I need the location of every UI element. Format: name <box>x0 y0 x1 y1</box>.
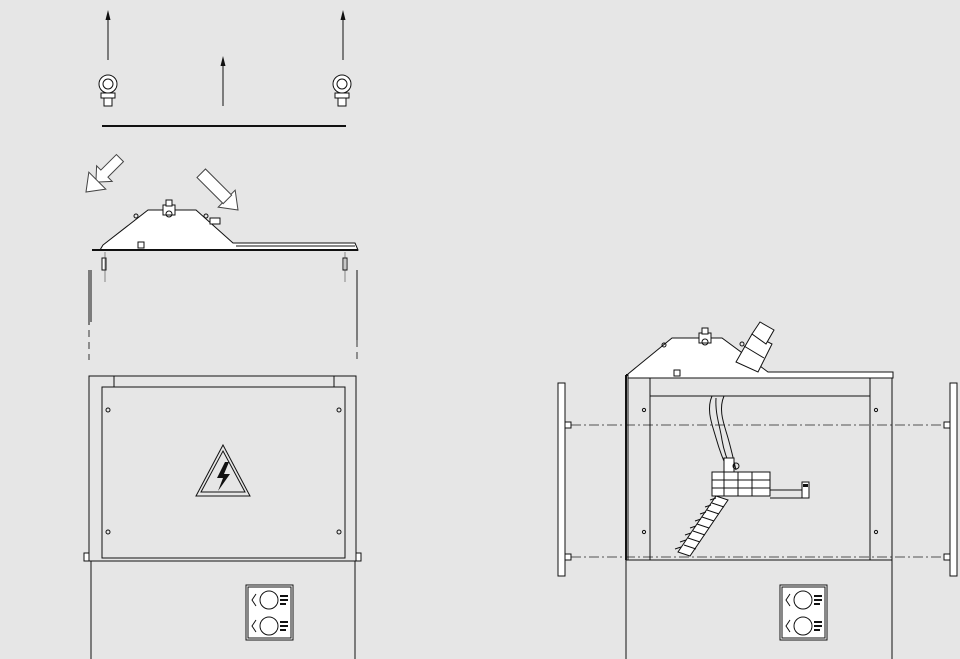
ribbed-insulator <box>674 495 729 557</box>
insertion-arrow-right <box>196 168 239 211</box>
upper-enclosure <box>88 252 358 360</box>
insertion-arrow-left <box>85 153 125 193</box>
lifting-arrow-right <box>340 10 346 60</box>
fuse-switch-assembly <box>674 457 810 557</box>
eyebolt-right <box>332 74 352 107</box>
lower-cabinet <box>90 560 356 659</box>
high-voltage-warning-symbol <box>195 443 251 497</box>
control-label-plate-right <box>779 584 828 641</box>
left-view <box>83 10 362 659</box>
lifting-arrow-left <box>105 10 111 60</box>
side-flange-left <box>557 382 572 577</box>
eyebolt-left <box>98 74 118 107</box>
control-label-plate <box>245 584 294 641</box>
frame <box>625 374 893 561</box>
lifting-arrow-center <box>220 56 226 106</box>
alignment-pins <box>101 257 348 271</box>
right-view <box>557 321 958 659</box>
roof-cover-right <box>627 321 894 379</box>
side-flange-right <box>943 382 958 577</box>
roof-cover <box>92 199 359 251</box>
lower-cabinet-right <box>625 559 893 659</box>
